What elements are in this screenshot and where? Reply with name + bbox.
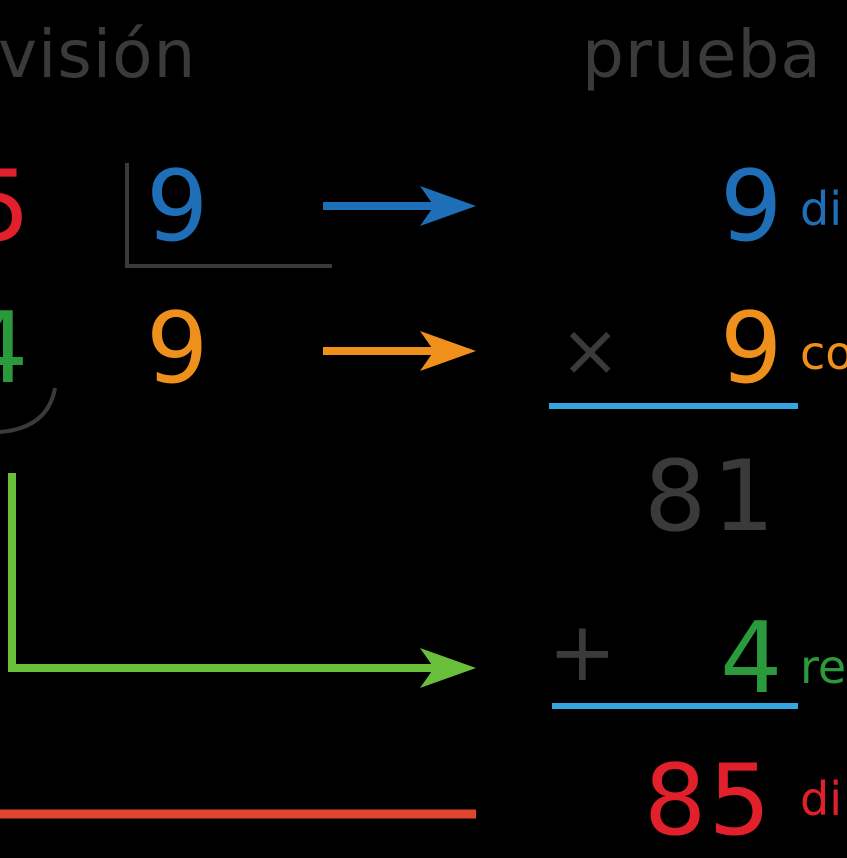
proof-remainder: 4: [720, 602, 783, 716]
heading-division: visión: [0, 16, 197, 93]
plus-sign: +: [548, 605, 617, 700]
remainder-digit: 4: [0, 300, 28, 398]
subtraction-arc: [0, 387, 57, 434]
green-arrow-head: [420, 648, 476, 688]
blue-arrow-head: [420, 186, 476, 226]
green-arrow-shaft: [8, 473, 442, 672]
proof-divisor: 9: [720, 150, 783, 264]
multiply-sign: ×: [560, 308, 621, 392]
product: 81: [644, 440, 781, 554]
proof-remainder-label: re: [800, 640, 847, 694]
result: 85: [644, 744, 773, 858]
result-label: di: [800, 772, 842, 826]
dividend-digit: 5: [0, 158, 30, 256]
proof-divisor-label: di: [800, 182, 842, 236]
heading-proof: prueba: [582, 16, 822, 93]
proof-quotient: 9: [720, 292, 783, 406]
orange-arrow-head: [420, 331, 476, 371]
division-bracket: [125, 163, 332, 268]
proof-quotient-label: co: [800, 326, 847, 380]
quotient: 9: [146, 292, 209, 406]
divisor: 9: [146, 150, 209, 264]
